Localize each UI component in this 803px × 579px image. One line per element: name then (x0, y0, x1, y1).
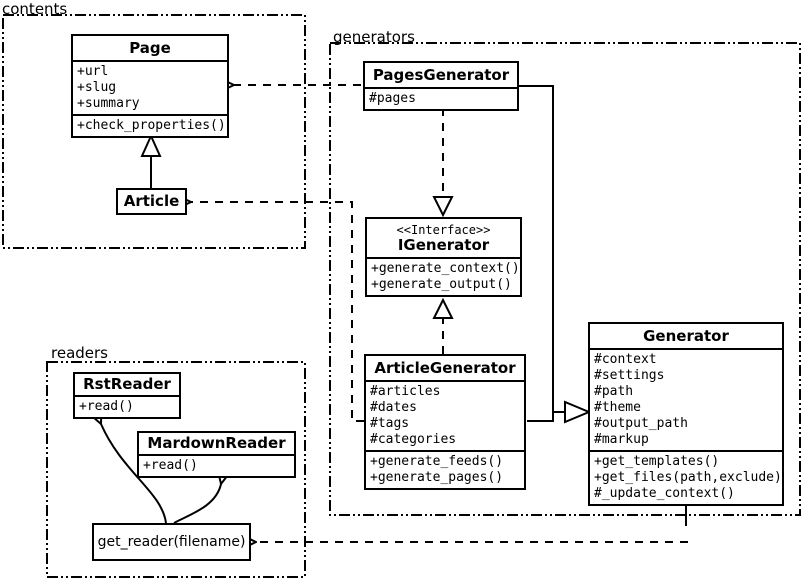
class-box-article: Article (116, 188, 187, 215)
method-get-templates: +get_templates() (594, 454, 720, 469)
attribute-path: #path (594, 384, 634, 399)
class-title-pagesgenerator: PagesGenerator (372, 66, 510, 84)
class-box-mardownreader: MardownReader +read() (137, 431, 296, 478)
function-box-get-reader: get_reader(filename) (92, 523, 251, 561)
inheritance-arrow-generators-to-generator (518, 85, 592, 424)
method-generate-feeds: +generate_feeds() (370, 454, 504, 469)
class-methods-generator: +get_templates() +get_files(path,exclude… (590, 450, 782, 504)
class-attributes-generator: #context #settings #path #theme #output_… (590, 348, 782, 450)
inheritance-arrow-article-to-page (140, 133, 162, 188)
package-border-readers (46, 361, 306, 578)
attribute-categories: #categories (370, 432, 457, 447)
method-check-properties: +check_properties() (77, 118, 226, 133)
class-title-articlegenerator: ArticleGenerator (374, 359, 516, 377)
class-attributes-pagesgenerator: #pages (365, 87, 517, 109)
method-read-rst: +read() (79, 399, 134, 414)
class-box-rstreader: RstReader +read() (73, 372, 181, 419)
attribute-output-path: #output_path (594, 416, 688, 431)
class-title-page: Page (129, 39, 171, 57)
class-box-page: Page +url +slug +summary +check_properti… (71, 34, 229, 138)
class-title-article: Article (123, 192, 180, 210)
realization-arrow-articlegenerator-to-igenerator (432, 297, 454, 354)
class-methods-page: +check_properties() (73, 114, 227, 136)
class-box-articlegenerator: ArticleGenerator #articles #dates #tags … (364, 354, 526, 490)
curved-arrow-getreader-to-mardownreader (173, 484, 221, 524)
class-box-igenerator: <<Interface>> IGenerator +generate_conte… (365, 217, 522, 297)
method-read-mardown: +read() (143, 458, 198, 473)
attribute-tags: #tags (370, 416, 410, 431)
attribute-markup: #markup (594, 432, 649, 447)
class-title-igenerator: IGenerator (397, 236, 490, 254)
class-attributes-page: +url +slug +summary (73, 60, 227, 114)
package-border-contents (2, 14, 306, 249)
attribute-dates: #dates (370, 400, 417, 415)
attribute-url: +url (77, 64, 109, 79)
class-box-generator: Generator #context #settings #path #them… (588, 322, 784, 506)
method-generate-output: +generate_output() (371, 277, 512, 292)
attribute-slug: +slug (77, 80, 117, 95)
class-methods-mardownreader: +read() (139, 454, 294, 476)
class-stereotype-igenerator: <<Interface>> (396, 223, 491, 237)
class-title-generator: Generator (643, 327, 729, 345)
dependency-arrow-articlegenerator-to-article (191, 202, 364, 422)
method-get-files: +get_files(path,exclude) (594, 470, 782, 485)
attribute-pages: #pages (369, 91, 416, 106)
package-label-generators: generators (333, 28, 415, 46)
attribute-context: #context (594, 352, 657, 367)
method-generate-context: +generate_context() (371, 261, 520, 276)
class-attributes-articlegenerator: #articles #dates #tags #categories (366, 380, 524, 450)
dependency-arrow-generator-to-getreader (256, 500, 688, 542)
method-generate-pages: +generate_pages() (370, 470, 504, 485)
class-box-pagesgenerator: PagesGenerator #pages (363, 61, 519, 111)
realization-arrow-pagesgenerator-to-igenerator (432, 108, 454, 218)
method-update-context: #_update_context() (594, 486, 735, 501)
attribute-theme: #theme (594, 400, 641, 415)
package-label-contents: contents (2, 0, 68, 18)
package-label-readers: readers (51, 344, 108, 362)
curved-arrow-getreader-to-rstreader (101, 424, 167, 524)
class-title-mardownreader: MardownReader (147, 434, 286, 452)
attribute-articles: #articles (370, 384, 441, 399)
get-reader-label: get_reader(filename) (97, 534, 246, 550)
class-methods-articlegenerator: +generate_feeds() +generate_pages() (366, 450, 524, 488)
class-title-rstreader: RstReader (83, 375, 171, 393)
attribute-summary: +summary (77, 96, 140, 111)
package-border-generators (329, 42, 801, 516)
class-methods-igenerator: +generate_context() +generate_output() (367, 257, 520, 295)
attribute-settings: #settings (594, 368, 665, 383)
class-methods-rstreader: +read() (75, 395, 179, 417)
